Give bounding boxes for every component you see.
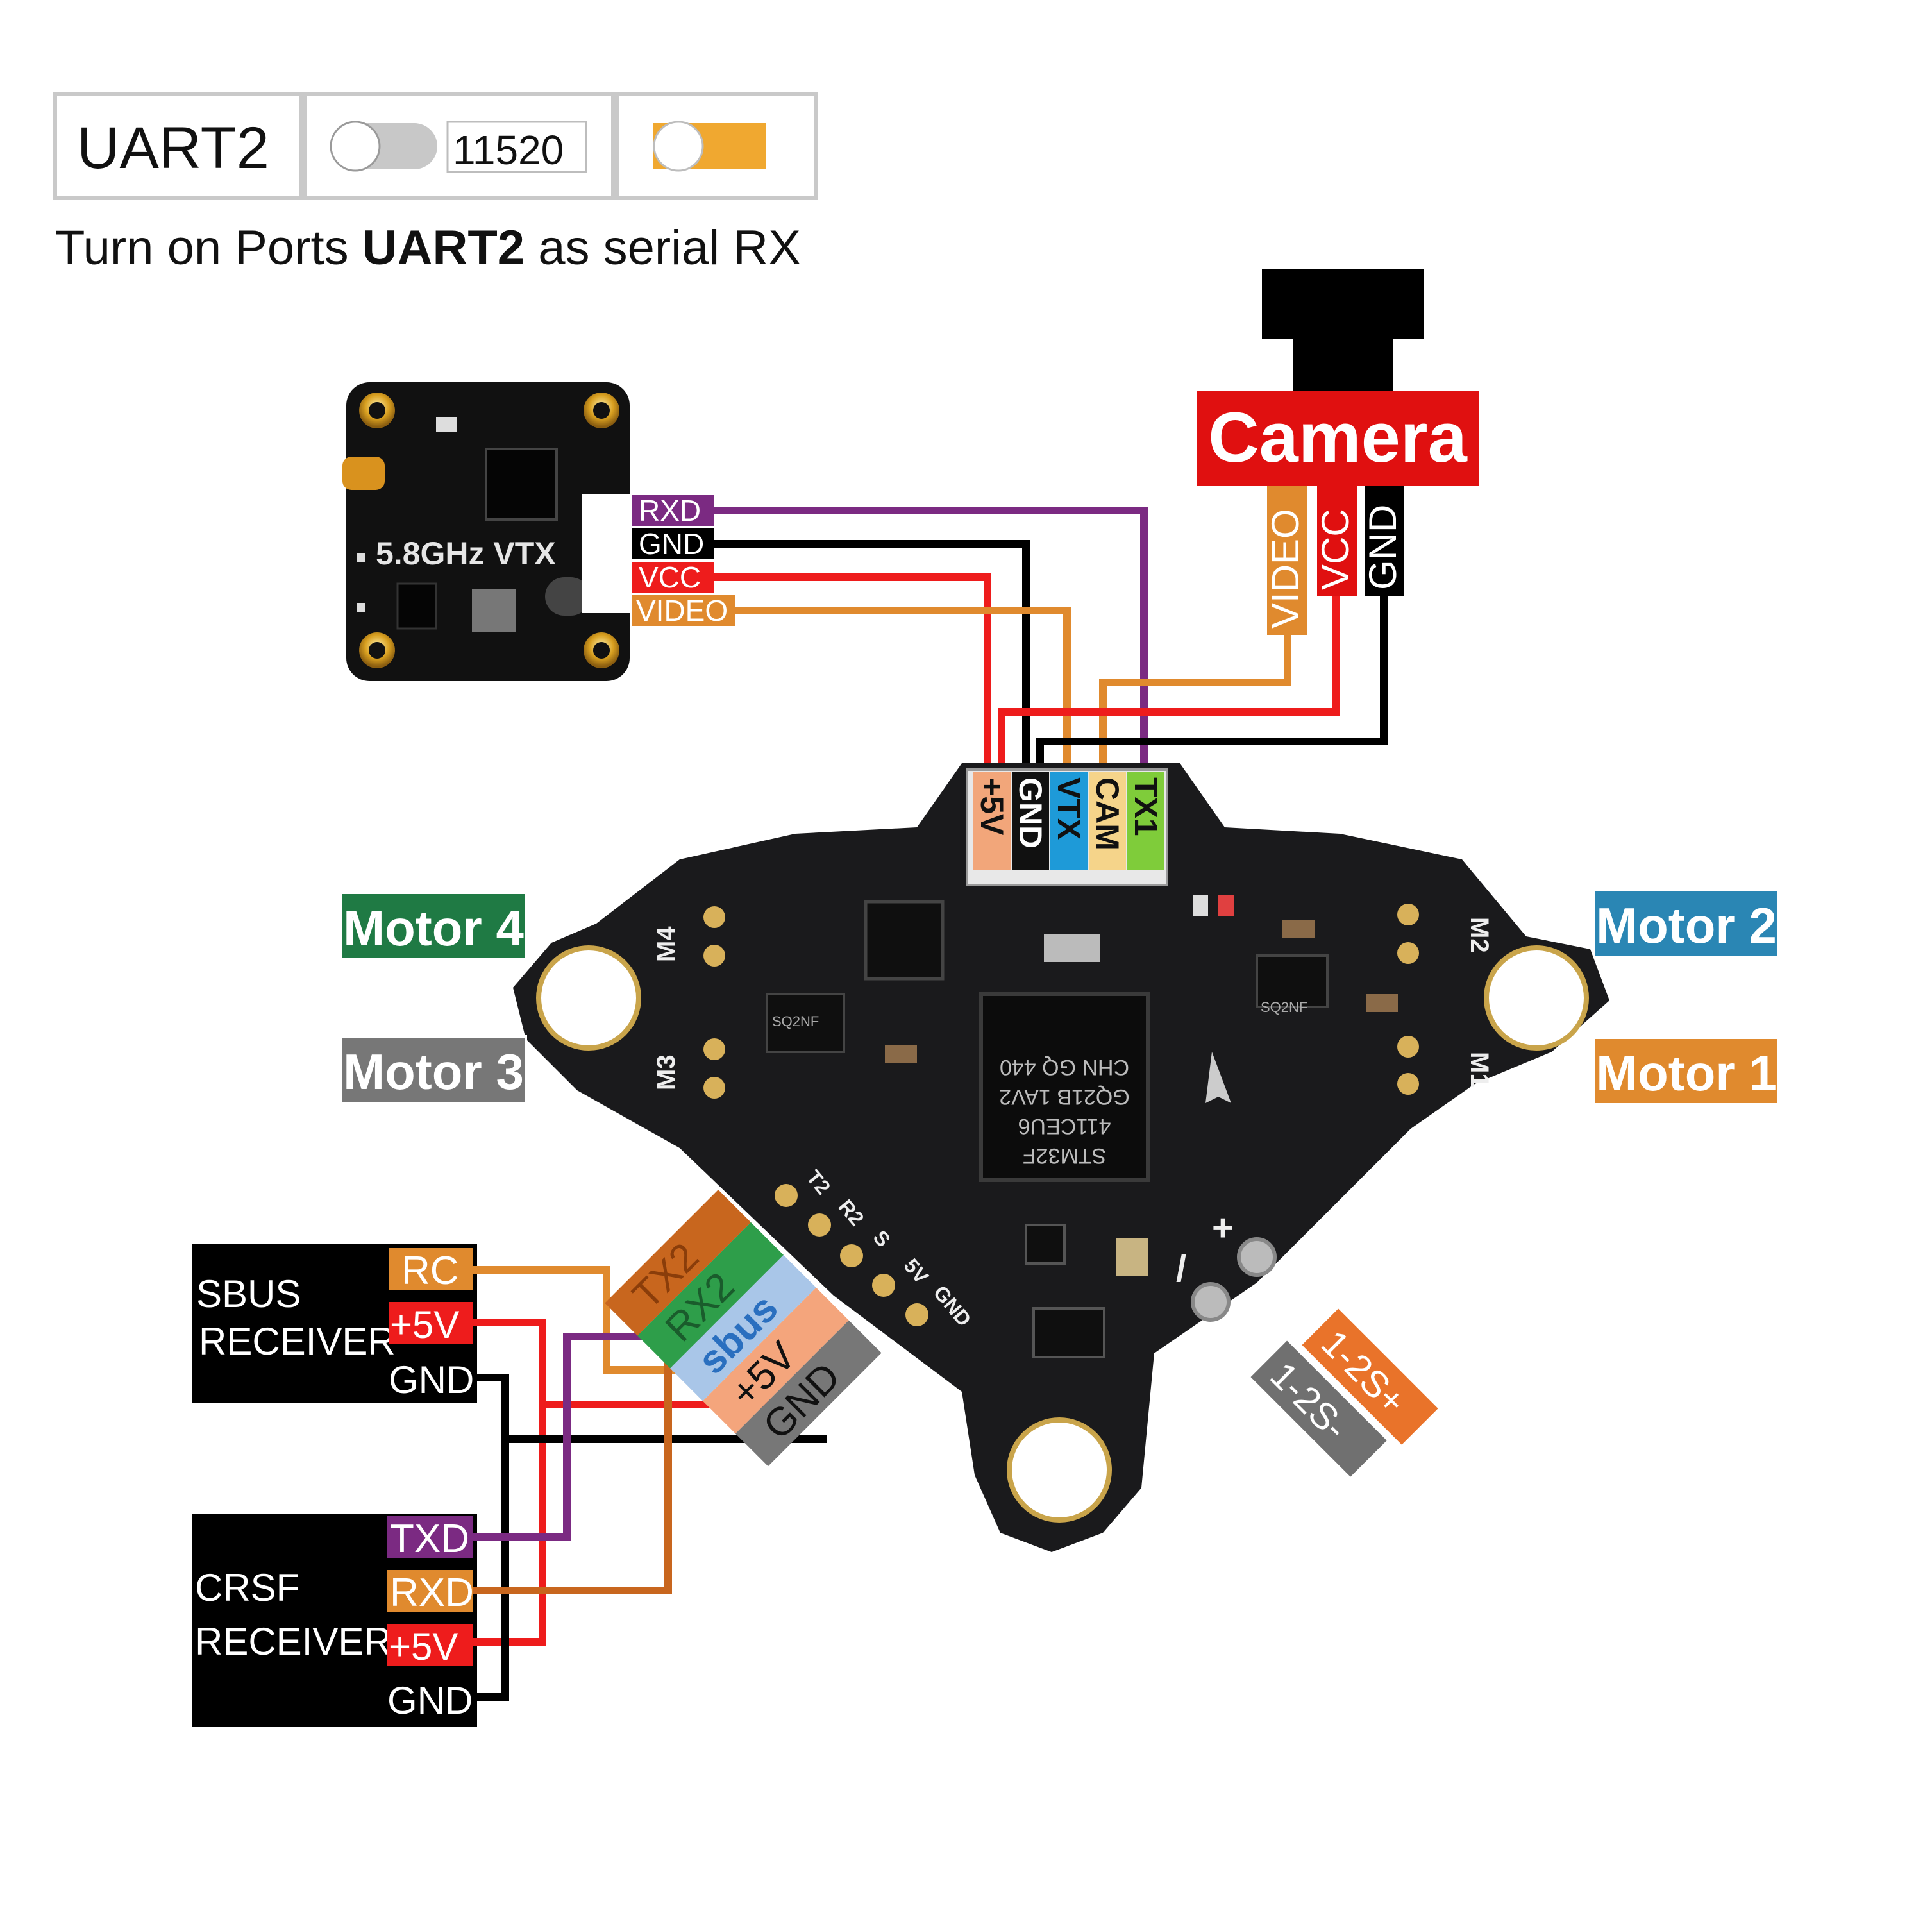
vtx-pins: RXD GND VCC VIDEO <box>632 494 735 627</box>
camera-pin-video <box>1267 486 1307 635</box>
minus-sign: / <box>1176 1248 1186 1290</box>
crsf-pin-gnd: GND <box>387 1679 473 1722</box>
camera-pin-gnd-label: GND <box>1361 505 1404 590</box>
sbus-receiver: SBUS RECEIVER RC +5V GND <box>192 1244 477 1403</box>
motor-4-label: Motor 4 <box>343 900 524 956</box>
top-wires <box>714 507 1388 770</box>
mount-hole-right <box>1484 945 1589 1051</box>
fc-pad-vtx: VTX <box>1051 777 1087 840</box>
camera-body <box>1293 334 1393 391</box>
flight-controller: M4 M3 M2 M1 STM32F 411CEU6 GQ21B 1AV2 CH… <box>513 763 1609 1552</box>
motor-pads <box>703 904 1419 1099</box>
mount-hole-bottom <box>1007 1417 1112 1523</box>
camera-pin-gnd <box>1365 486 1404 596</box>
power-pad-minus <box>1191 1282 1231 1322</box>
fc-pad-5v: +5V <box>974 777 1010 836</box>
fc-pad-tx1: TX1 <box>1128 777 1164 836</box>
mosfet-right: SQ2NF <box>1261 999 1307 1015</box>
enabled-toggle[interactable] <box>653 121 766 172</box>
silk-m1: M1 <box>1465 1052 1493 1088</box>
uart-config-row: UART2 11520 Turn on Ports UART2 as seria… <box>53 92 818 275</box>
camera-pin-vcc <box>1317 486 1357 596</box>
mosfet-left: SQ2NF <box>772 1013 819 1029</box>
port-name-cell <box>53 92 303 200</box>
mcu-line-4: CHN GQ 440 <box>1000 1055 1129 1079</box>
crsf-receiver: CRSF RECEIVER TXD RXD +5V GND <box>192 1514 477 1727</box>
fc-pad-cam: CAM <box>1089 777 1125 850</box>
serial-rx-toggle[interactable] <box>330 121 437 172</box>
vtx-pin-gnd: GND <box>639 527 704 561</box>
mount-hole-left <box>536 945 641 1051</box>
silk-m2: M2 <box>1465 917 1493 953</box>
wire-vtx-vcc <box>714 573 991 770</box>
crsf-pin-txd: TXD <box>390 1517 469 1561</box>
antenna-connector <box>342 457 385 490</box>
baud-input[interactable] <box>446 121 587 173</box>
sbus-pin-5v: +5V <box>390 1303 459 1346</box>
silk-m4: M4 <box>652 926 680 962</box>
camera: Camera VIDEO VCC GND <box>1197 269 1479 635</box>
wire-vtx-video <box>735 607 1071 770</box>
logo-mark <box>1205 1052 1231 1103</box>
camera-lens <box>1262 269 1424 339</box>
vtx-pin-rxd: RXD <box>639 494 701 527</box>
motor-3-label: Motor 3 <box>343 1043 524 1100</box>
crsf-pin-rxd: RXD <box>390 1571 474 1615</box>
power-labels: 1-2S+ 1-2S- <box>1250 1308 1438 1477</box>
port-name: UART2 <box>77 115 269 181</box>
vtx-pin-area <box>582 494 630 613</box>
crsf-title-2: RECEIVER <box>195 1620 392 1663</box>
sbus-title-1: SBUS <box>196 1272 301 1315</box>
crsf-title-1: CRSF <box>195 1566 299 1609</box>
vtx-chip <box>485 448 558 521</box>
sbus-title-2: RECEIVER <box>199 1320 396 1363</box>
sbus-pin-gnd: GND <box>389 1358 474 1401</box>
wire-vtx-rxd <box>714 507 1148 770</box>
motor-1-label: Motor 1 <box>1596 1045 1777 1101</box>
camera-label: Camera <box>1208 398 1467 477</box>
wire-cam-vcc <box>998 596 1340 770</box>
mcu-line-3: GQ21B 1AV2 <box>999 1085 1130 1109</box>
motor-labels: Motor 4 Motor 3 Motor 2 Motor 1 <box>340 889 1780 1106</box>
plus-sign: + <box>1212 1207 1234 1249</box>
baud-value: 11520 <box>453 127 564 173</box>
vtx-pin-video: VIDEO <box>636 594 728 627</box>
wire-vtx-gnd <box>714 540 1030 770</box>
vtx-module: 5.8GHz VTX <box>342 382 630 681</box>
mcu-chip <box>979 992 1150 1182</box>
sbus-pin-rc: RC <box>401 1249 459 1293</box>
wire-cam-gnd <box>1036 596 1388 770</box>
power-pad-plus <box>1237 1237 1277 1277</box>
crsf-pin-5v: +5V <box>389 1625 458 1668</box>
mcu-line-2: 411CEU6 <box>1018 1114 1111 1138</box>
camera-label-box <box>1197 391 1479 486</box>
caption: Turn on Ports UART2 as serial RX <box>55 221 801 275</box>
vtx-pin-vcc: VCC <box>639 561 701 594</box>
mcu-line-1: STM32F <box>1023 1144 1106 1168</box>
camera-pin-vcc-label: VCC <box>1314 509 1357 590</box>
wire-cam-video <box>1099 635 1291 770</box>
silk-m3: M3 <box>652 1054 680 1090</box>
vtx-label: 5.8GHz VTX <box>376 536 556 571</box>
fc-top-pads: +5V GND VTX CAM TX1 <box>973 772 1164 870</box>
fc-pad-gnd: GND <box>1012 777 1048 849</box>
camera-pin-video-label: VIDEO <box>1264 509 1307 629</box>
motor-2-label: Motor 2 <box>1596 897 1777 954</box>
